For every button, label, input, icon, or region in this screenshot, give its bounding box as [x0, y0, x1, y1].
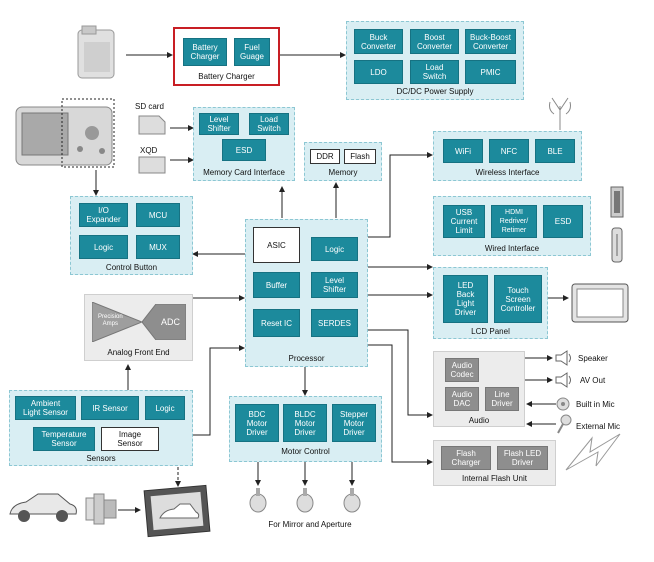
nfc-block: NFC [489, 139, 529, 163]
battery-charger-block: Battery Charger [183, 38, 227, 66]
line-driver-block: Line Driver [485, 387, 519, 411]
hdmi-port-icon [609, 185, 625, 219]
control-button-label: Control Button [105, 263, 158, 272]
analog-front-end-label: Analog Front End [107, 348, 170, 357]
adc-label: ADC [161, 317, 181, 327]
memory-card-interface-label: Memory Card Interface [203, 168, 285, 177]
wifi-block: WiFi [443, 139, 483, 163]
internal-flash-unit-label: Internal Flash Unit [462, 474, 527, 483]
motor-control-label: Motor Control [281, 447, 330, 456]
sd-card-icon [137, 114, 167, 136]
usb-port-icon [609, 226, 625, 264]
ble-block: BLE [535, 139, 575, 163]
external-mic-label: External Mic [576, 422, 621, 431]
battery-icon [74, 24, 122, 84]
built-in-mic-label: Built in Mic [576, 400, 615, 409]
ldo-block: LDO [354, 60, 403, 84]
audio-codec-block: Audio Codec [445, 358, 479, 382]
wired-interface-label: Wired Interface [484, 244, 540, 253]
external-mic-icon [556, 414, 572, 434]
xqd-card-icon [137, 155, 167, 175]
ddr-block: DDR [310, 149, 340, 164]
reset-ic-block: Reset IC [253, 309, 300, 337]
mirror-aperture-label: For Mirror and Aperture [268, 520, 352, 529]
control-logic-block: Logic [79, 235, 128, 259]
mux-block: MUX [136, 235, 180, 259]
touch-screen-controller-block: Touch Screen Controller [494, 275, 542, 323]
lcd-screen-icon [571, 283, 629, 323]
av-out-label: AV Out [580, 376, 606, 385]
buck-boost-converter-block: Buck-Boost Converter [465, 29, 516, 54]
precision-amps-shape [91, 301, 144, 343]
ir-sensor-block: IR Sensor [81, 396, 139, 420]
pmic-block: PMIC [465, 60, 516, 84]
buffer-block: Buffer [253, 272, 300, 298]
hdmi-redriver-block: HDMI Redriver/ Retimer [491, 205, 537, 238]
av-out-icon [554, 372, 574, 388]
memcard-level-shifter-block: Level Shifter [199, 113, 239, 135]
sd-card-label: SD card [135, 102, 164, 111]
temperature-sensor-block: Temperature Sensor [33, 427, 95, 451]
lcd-panel-label: LCD Panel [471, 327, 510, 336]
sensors-label: Sensors [86, 454, 116, 463]
processor-label: Processor [288, 354, 325, 363]
asic-block: ASIC [253, 227, 300, 263]
buck-converter-block: Buck Converter [354, 29, 403, 54]
usb-current-limit-block: USB Current Limit [443, 205, 485, 238]
photo-frame-icon [142, 484, 212, 538]
motor-icon [340, 487, 364, 513]
audio-label: Audio [468, 416, 490, 425]
xqd-label: XQD [140, 146, 158, 155]
boost-converter-block: Boost Converter [410, 29, 459, 54]
mcu-block: MCU [136, 203, 180, 227]
flash-charger-block: Flash Charger [441, 446, 491, 470]
speaker-label: Speaker [578, 354, 608, 363]
car-icon [6, 490, 80, 524]
flash-led-driver-block: Flash LED Driver [497, 446, 548, 470]
sensors-logic-block: Logic [145, 396, 185, 420]
speaker-icon [554, 350, 574, 366]
power-supply-label: DC/DC Power Supply [396, 87, 474, 96]
bldc-motor-driver-block: BLDC Motor Driver [283, 404, 327, 442]
flash-memory-block: Flash [344, 149, 376, 164]
serdes-block: SERDES [311, 309, 358, 337]
motor-icon [293, 487, 317, 513]
bdc-motor-driver-block: BDC Motor Driver [235, 404, 279, 442]
camera-icon [12, 97, 116, 169]
wired-esd-block: ESD [543, 205, 583, 238]
motor-icon [246, 487, 270, 513]
processor-level-shifter-block: Level Shifter [311, 272, 358, 298]
wireless-interface-label: Wireless Interface [475, 168, 540, 177]
led-backlight-driver-block: LED Back Light Driver [443, 275, 488, 323]
processor-logic-block: Logic [311, 237, 358, 261]
precision-amps-label: Precision Amps [98, 314, 123, 327]
fuel-gauge-block: Fuel Guage [234, 38, 270, 66]
adc-shape [141, 303, 187, 341]
built-in-mic-icon [556, 397, 570, 411]
lens-icon [84, 492, 118, 526]
ambient-light-sensor-block: Ambient Light Sensor [15, 396, 76, 420]
memcard-esd-block: ESD [222, 139, 266, 161]
flash-bolt-icon [562, 430, 624, 476]
io-expander-block: I/O Expander [79, 203, 128, 227]
battery-charger-label: Battery Charger [198, 72, 255, 81]
load-switch-block: Load Switch [410, 60, 459, 84]
memcard-load-switch-block: Load Switch [249, 113, 289, 135]
antenna-icon [548, 96, 572, 132]
image-sensor-block: Image Sensor [101, 427, 159, 451]
audio-dac-block: Audio DAC [445, 387, 479, 411]
stepper-motor-driver-block: Stepper Motor Driver [332, 404, 376, 442]
memory-label: Memory [328, 168, 358, 177]
